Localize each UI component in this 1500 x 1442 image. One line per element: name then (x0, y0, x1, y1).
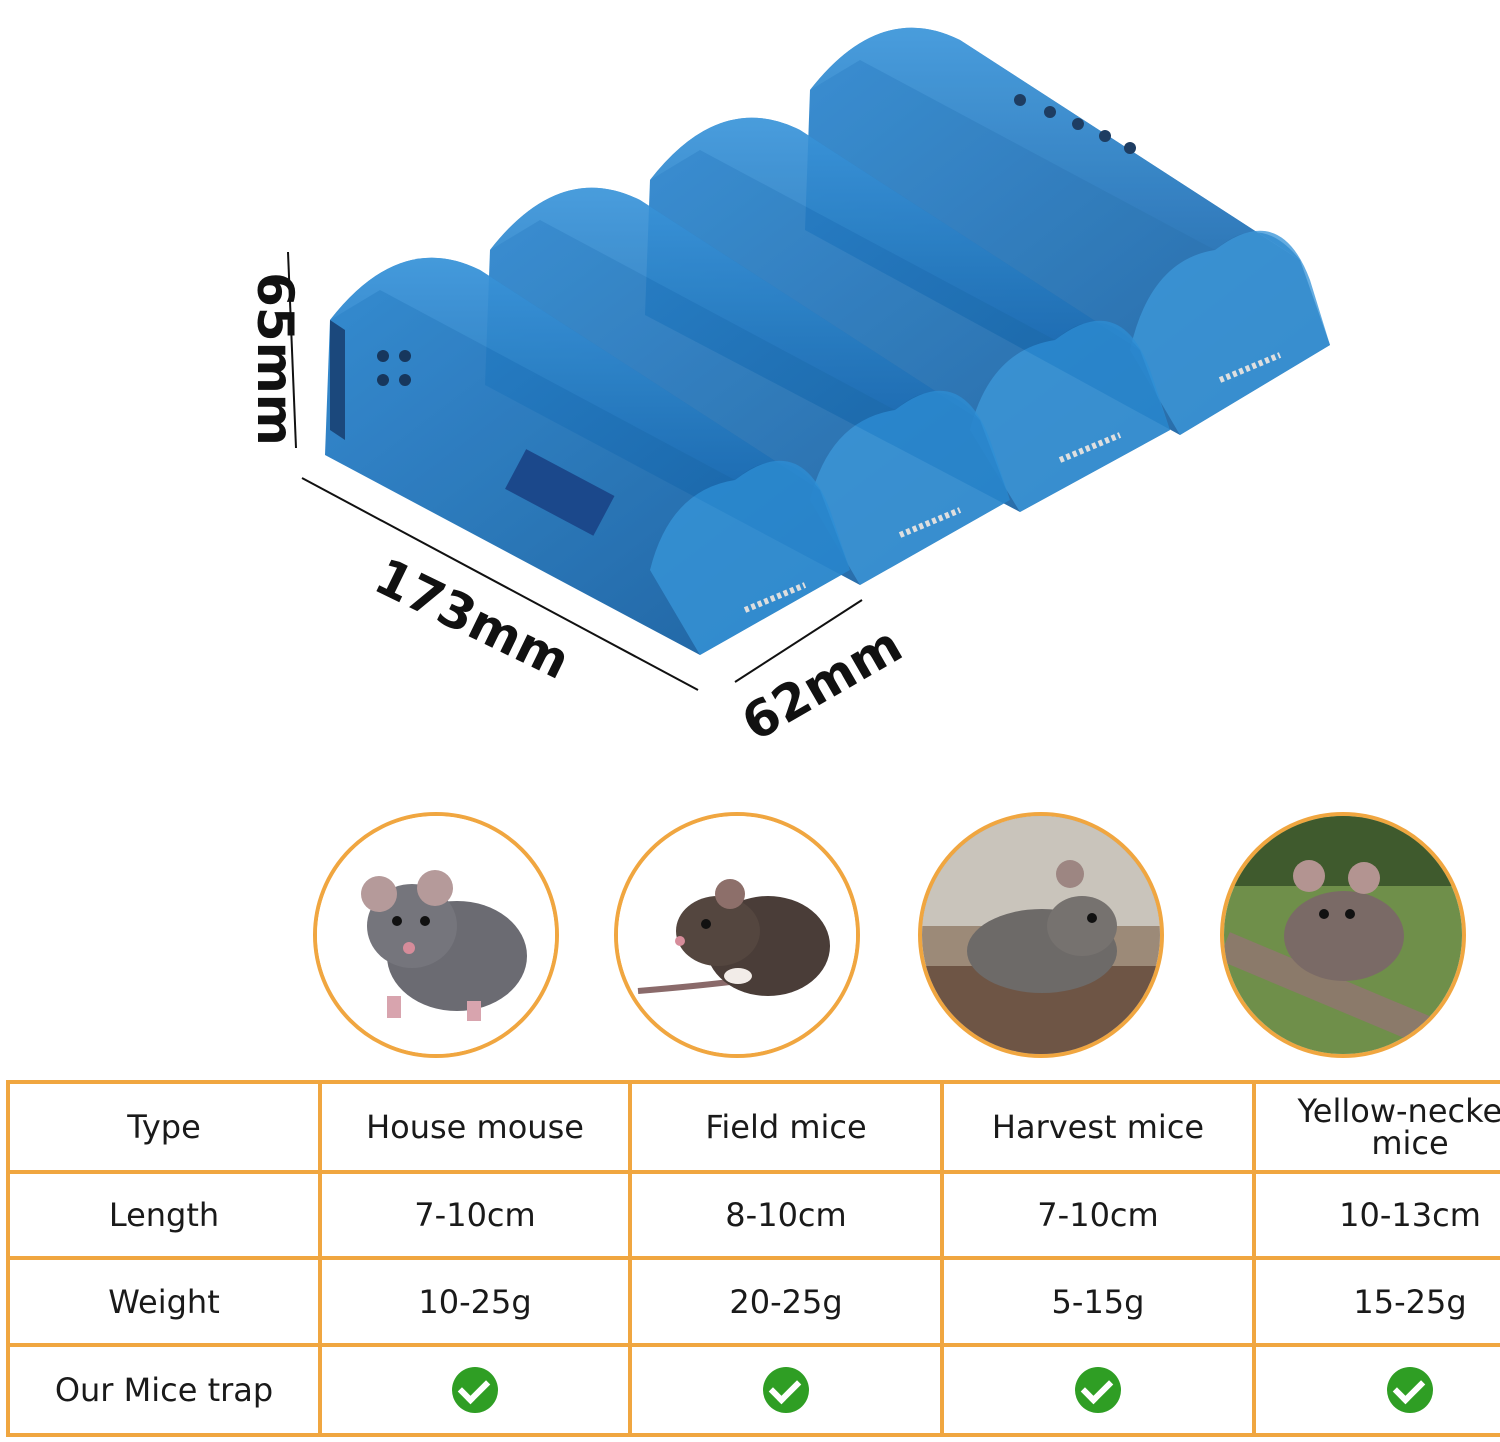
length-harvest-mice: 7-10cm (940, 1170, 1256, 1261)
width-dimension-line (734, 599, 863, 683)
check-icon (763, 1366, 809, 1413)
header-yellow-necked-mice: Yellow-necked mice (1252, 1079, 1500, 1175)
trap-harvest-mice-cell (940, 1342, 1256, 1438)
header-house-mouse: House mouse (318, 1079, 632, 1175)
header-harvest-mice: Harvest mice (940, 1079, 1256, 1175)
check-icon (452, 1366, 498, 1413)
row-label-weight: Weight (6, 1256, 322, 1347)
length-field-mice: 8-10cm (628, 1170, 944, 1261)
field-mice-photo (614, 812, 860, 1058)
height-dimension-label: 65mm (245, 272, 304, 446)
header-field-mice: Field mice (628, 1079, 944, 1175)
trap-field-mice-cell (628, 1342, 944, 1438)
trap-yellow-necked-mice-cell (1252, 1342, 1500, 1438)
mouse-comparison-table: Type House mouse Field mice Harvest mice… (6, 1079, 1500, 1438)
mouse-trap-stack-image (287, 27, 1330, 691)
check-icon (1387, 1366, 1433, 1413)
weight-yellow-necked-mice: 15-25g (1252, 1256, 1500, 1347)
table-row-trap: Our Mice trap (6, 1342, 1500, 1438)
row-label-type: Type (6, 1079, 322, 1175)
trap-4 (805, 27, 1330, 435)
trap-3 (645, 117, 1170, 512)
row-label-our-mice-trap: Our Mice trap (6, 1342, 322, 1438)
height-dimension-line (287, 251, 297, 449)
table-row-length: Length 7-10cm 8-10cm 7-10cm 10-13cm (6, 1170, 1500, 1261)
yellow-necked-mice-photo (1220, 812, 1466, 1058)
table-row-weight: Weight 10-25g 20-25g 5-15g 15-25g (6, 1256, 1500, 1347)
length-dimension-line (301, 477, 699, 691)
trap-1 (325, 257, 850, 655)
trap-house-mouse-cell (318, 1342, 632, 1438)
row-label-length: Length (6, 1170, 322, 1261)
weight-field-mice: 20-25g (628, 1256, 944, 1347)
weight-house-mouse: 10-25g (318, 1256, 632, 1347)
product-illustration: 65mm 173mm 62mm (245, 27, 1330, 753)
trap-2 (485, 187, 1010, 585)
weight-harvest-mice: 5-15g (940, 1256, 1256, 1347)
length-house-mouse: 7-10cm (318, 1170, 632, 1261)
length-yellow-necked-mice: 10-13cm (1252, 1170, 1500, 1261)
harvest-mice-photo (918, 812, 1164, 1058)
table-row-type: Type House mouse Field mice Harvest mice… (6, 1079, 1500, 1175)
check-icon (1075, 1366, 1121, 1413)
house-mouse-photo (313, 812, 559, 1058)
